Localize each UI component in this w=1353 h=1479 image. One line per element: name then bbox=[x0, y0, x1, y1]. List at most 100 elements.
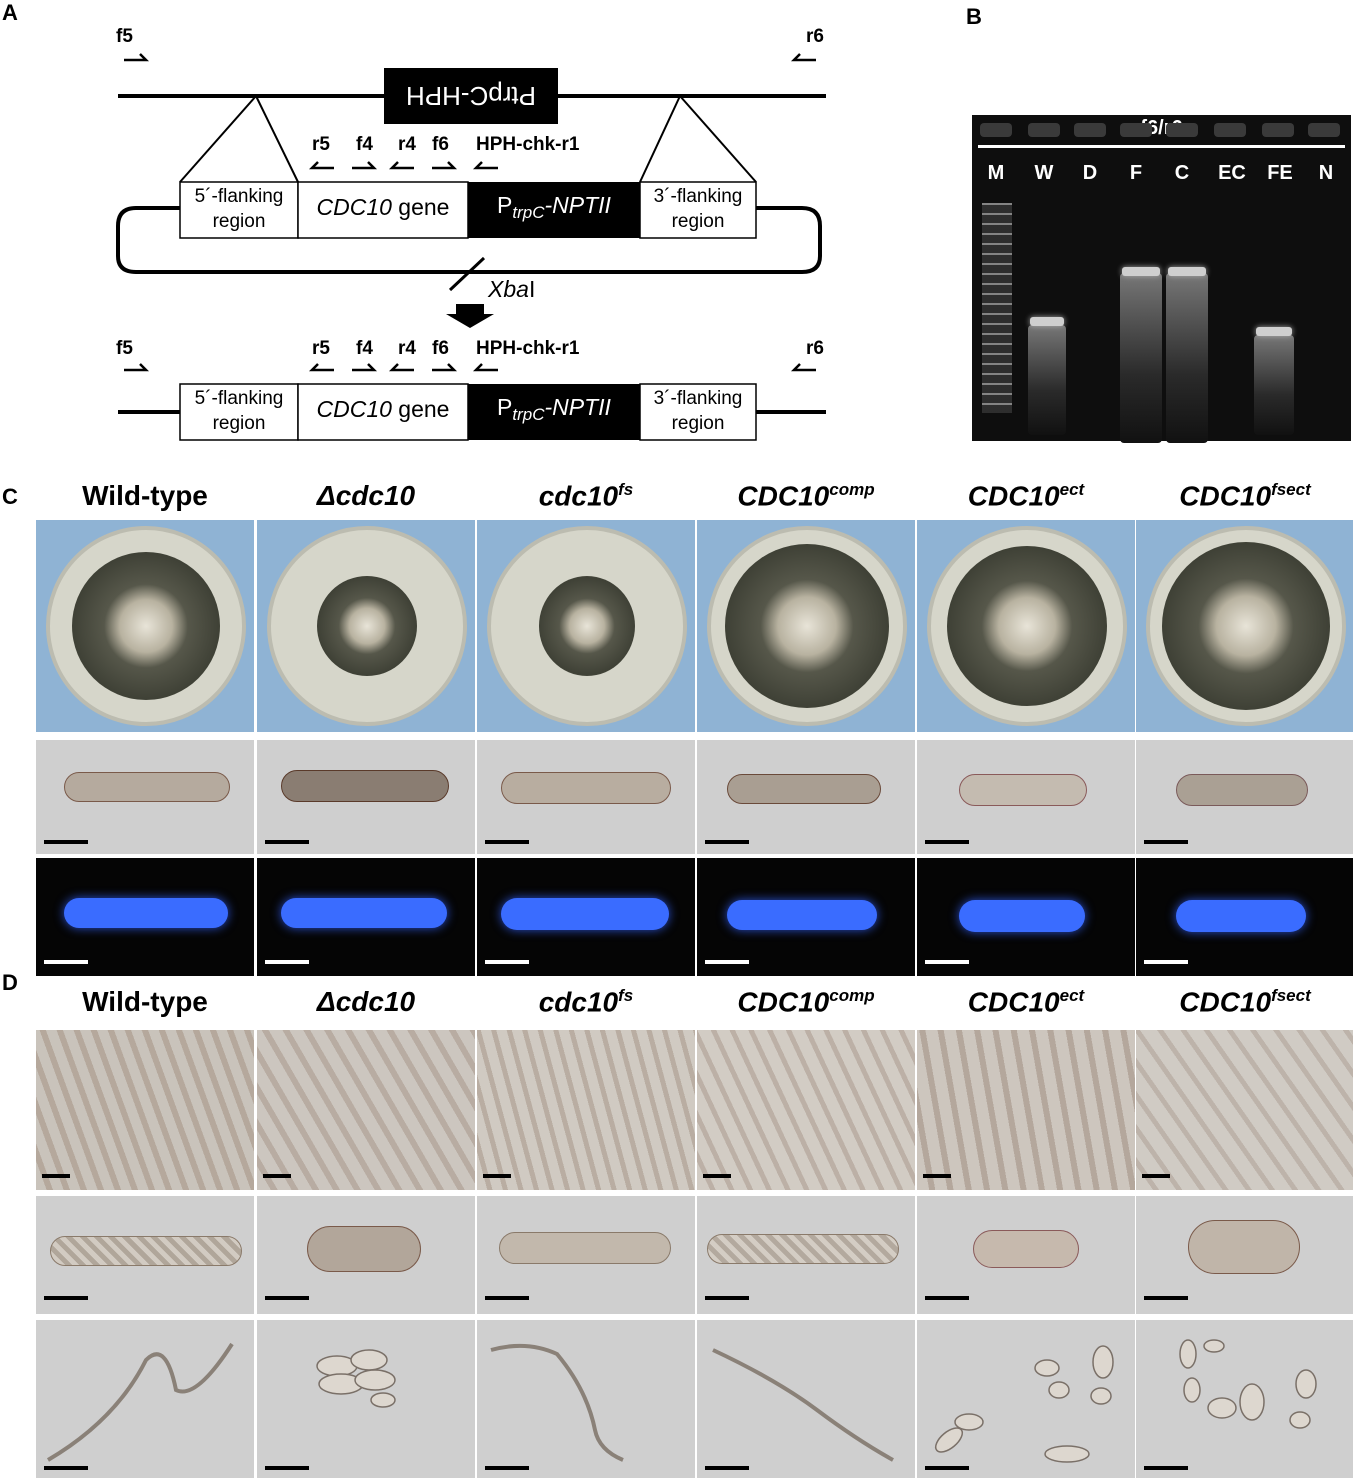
locus-gene-suffix: gene bbox=[391, 396, 450, 422]
d-header-cdc10-ect-name: CDC10 bbox=[967, 986, 1060, 1018]
d-header-cdc10-ect: CDC10ect bbox=[917, 986, 1135, 1018]
crossover-left-outer bbox=[179, 95, 257, 183]
gel-image: f6/r6 M W D F C EC FE N bbox=[972, 115, 1351, 443]
ascospores bbox=[697, 1320, 915, 1478]
ascospore-shape bbox=[712, 1348, 894, 1462]
locus-nptii-label: PtrpC-NPTII bbox=[468, 394, 640, 425]
plasmid-5flank-line2: region bbox=[212, 211, 266, 232]
scale-bar bbox=[485, 1466, 529, 1470]
conidium bbox=[281, 770, 449, 802]
scale-bar bbox=[483, 1174, 511, 1178]
gel-well bbox=[1028, 123, 1060, 137]
primer-r5-bottom: r5 bbox=[312, 338, 330, 359]
locus-gene-label: CDC10 gene bbox=[298, 396, 468, 423]
c-header-cdc10-ect-name: CDC10 bbox=[967, 480, 1060, 512]
plate-photo bbox=[257, 520, 475, 732]
panel-label-d: D bbox=[2, 970, 18, 995]
single-ascus bbox=[917, 1196, 1135, 1314]
scale-bar bbox=[265, 1466, 309, 1470]
primer-r5-mid: r5 bbox=[312, 134, 330, 155]
lane-fe-smear bbox=[1254, 335, 1294, 435]
scale-bar bbox=[44, 960, 88, 964]
scale-bar bbox=[1144, 960, 1188, 964]
c-header-cdc10-fsect: CDC10fsect bbox=[1136, 480, 1353, 512]
conidium-dic bbox=[477, 740, 695, 854]
r4-arrow-mid bbox=[388, 161, 414, 170]
d-header-wild-type-name: Wild-type bbox=[82, 986, 208, 1017]
c-header-cdc10-fs: cdc10fs bbox=[477, 480, 695, 512]
crossover-right-outer bbox=[679, 95, 757, 183]
c-header-cdc10-fsect-sup: fsect bbox=[1271, 480, 1311, 499]
colony bbox=[947, 546, 1107, 706]
ascus bbox=[307, 1226, 421, 1272]
top-insert-box bbox=[384, 68, 558, 124]
construct-diagram: f5 r6 PtrpC-HPH r5 f4 r4 f6 HPH-chk-r1 5… bbox=[0, 0, 960, 460]
gel-well bbox=[1214, 123, 1246, 137]
scale-bar bbox=[1144, 1466, 1188, 1470]
hph-chk-arrow-bottom bbox=[472, 363, 498, 372]
lane-f-band bbox=[1122, 267, 1160, 276]
ascus-rosette bbox=[917, 1030, 1135, 1190]
plasmid-3flank-line1: 3´-flanking bbox=[653, 186, 743, 207]
d-header-cdc10-comp-name: CDC10 bbox=[737, 986, 830, 1018]
conidium-fluorescence bbox=[917, 858, 1135, 976]
c-header-cdc10-fs-sup: fs bbox=[618, 480, 634, 499]
scale-bar bbox=[705, 1466, 749, 1470]
ascospore-shape bbox=[46, 1342, 234, 1462]
colony bbox=[539, 576, 635, 676]
d-header-cdc10-ect-sup: ect bbox=[1059, 986, 1085, 1005]
locus-3flank-label: 3´-flanking region bbox=[640, 386, 756, 436]
primer-f6-bottom: f6 bbox=[432, 338, 449, 359]
scale-bar bbox=[44, 1466, 88, 1470]
locus-3flank-box bbox=[639, 383, 757, 441]
plasmid-3flank-line2: region bbox=[671, 211, 725, 232]
single-ascus bbox=[1136, 1196, 1353, 1314]
conidium bbox=[64, 772, 230, 802]
c-header-cdc10-ect-sup: ect bbox=[1059, 480, 1085, 499]
scale-bar bbox=[42, 1174, 70, 1178]
conidium bbox=[727, 774, 881, 804]
d-header-cdc10-fsect-name: CDC10 bbox=[1179, 986, 1272, 1018]
primer-r4-mid: r4 bbox=[398, 134, 416, 155]
f5-top-arrow bbox=[124, 53, 150, 62]
scale-bar bbox=[925, 1466, 969, 1470]
f6-arrow-bottom bbox=[432, 363, 458, 372]
gel-well bbox=[1262, 123, 1294, 137]
plasmid-5flank-line1: 5´-flanking bbox=[194, 186, 284, 207]
plasmid-ptrpc-sub: trpC bbox=[512, 203, 545, 222]
d-header-cdc10-comp: CDC10comp bbox=[697, 986, 915, 1018]
plate-photo bbox=[697, 520, 915, 732]
c-header-cdc10-fs-name: cdc10 bbox=[538, 480, 619, 512]
conidium-dic bbox=[1136, 740, 1353, 854]
primer-r6-top: r6 bbox=[806, 26, 824, 47]
plasmid-5flank-label: 5´-flanking region bbox=[180, 184, 298, 234]
locus-gene-name: CDC10 bbox=[316, 396, 392, 422]
scale-bar bbox=[925, 960, 969, 964]
d-header-cdc10-comp-sup: comp bbox=[829, 986, 875, 1005]
d-header-cdc10-fsect: CDC10fsect bbox=[1136, 986, 1353, 1018]
d-header-cdc10-fs-name: cdc10 bbox=[538, 986, 619, 1018]
lane-label-w: W bbox=[1034, 162, 1054, 184]
colony bbox=[725, 544, 889, 708]
xbai-cut-mark bbox=[448, 256, 486, 292]
lane-c-band bbox=[1168, 267, 1206, 276]
conidium-fluorescence bbox=[257, 858, 475, 976]
crossover-left-inner bbox=[255, 95, 299, 183]
scale-bar bbox=[265, 840, 309, 844]
f5-bottom-arrow bbox=[124, 363, 150, 372]
conidium-dic bbox=[917, 740, 1135, 854]
primer-f5-top: f5 bbox=[116, 26, 133, 47]
ascospore-filament bbox=[712, 1348, 894, 1462]
locus-5flank-label: 5´-flanking region bbox=[180, 386, 298, 436]
ascus-rosette bbox=[477, 1030, 695, 1190]
petri-dish bbox=[46, 526, 246, 726]
f4-arrow-bottom bbox=[352, 363, 378, 372]
c-header-cdc10-ect: CDC10ect bbox=[917, 480, 1135, 512]
scale-bar bbox=[263, 1174, 291, 1178]
stained-conidium bbox=[727, 900, 877, 930]
primer-f6-mid: f6 bbox=[432, 134, 449, 155]
stained-conidium bbox=[64, 898, 228, 928]
stained-conidium bbox=[959, 900, 1085, 932]
conidium-fluorescence bbox=[36, 858, 254, 976]
c-header-cdc10-fsect-name: CDC10 bbox=[1179, 480, 1272, 512]
